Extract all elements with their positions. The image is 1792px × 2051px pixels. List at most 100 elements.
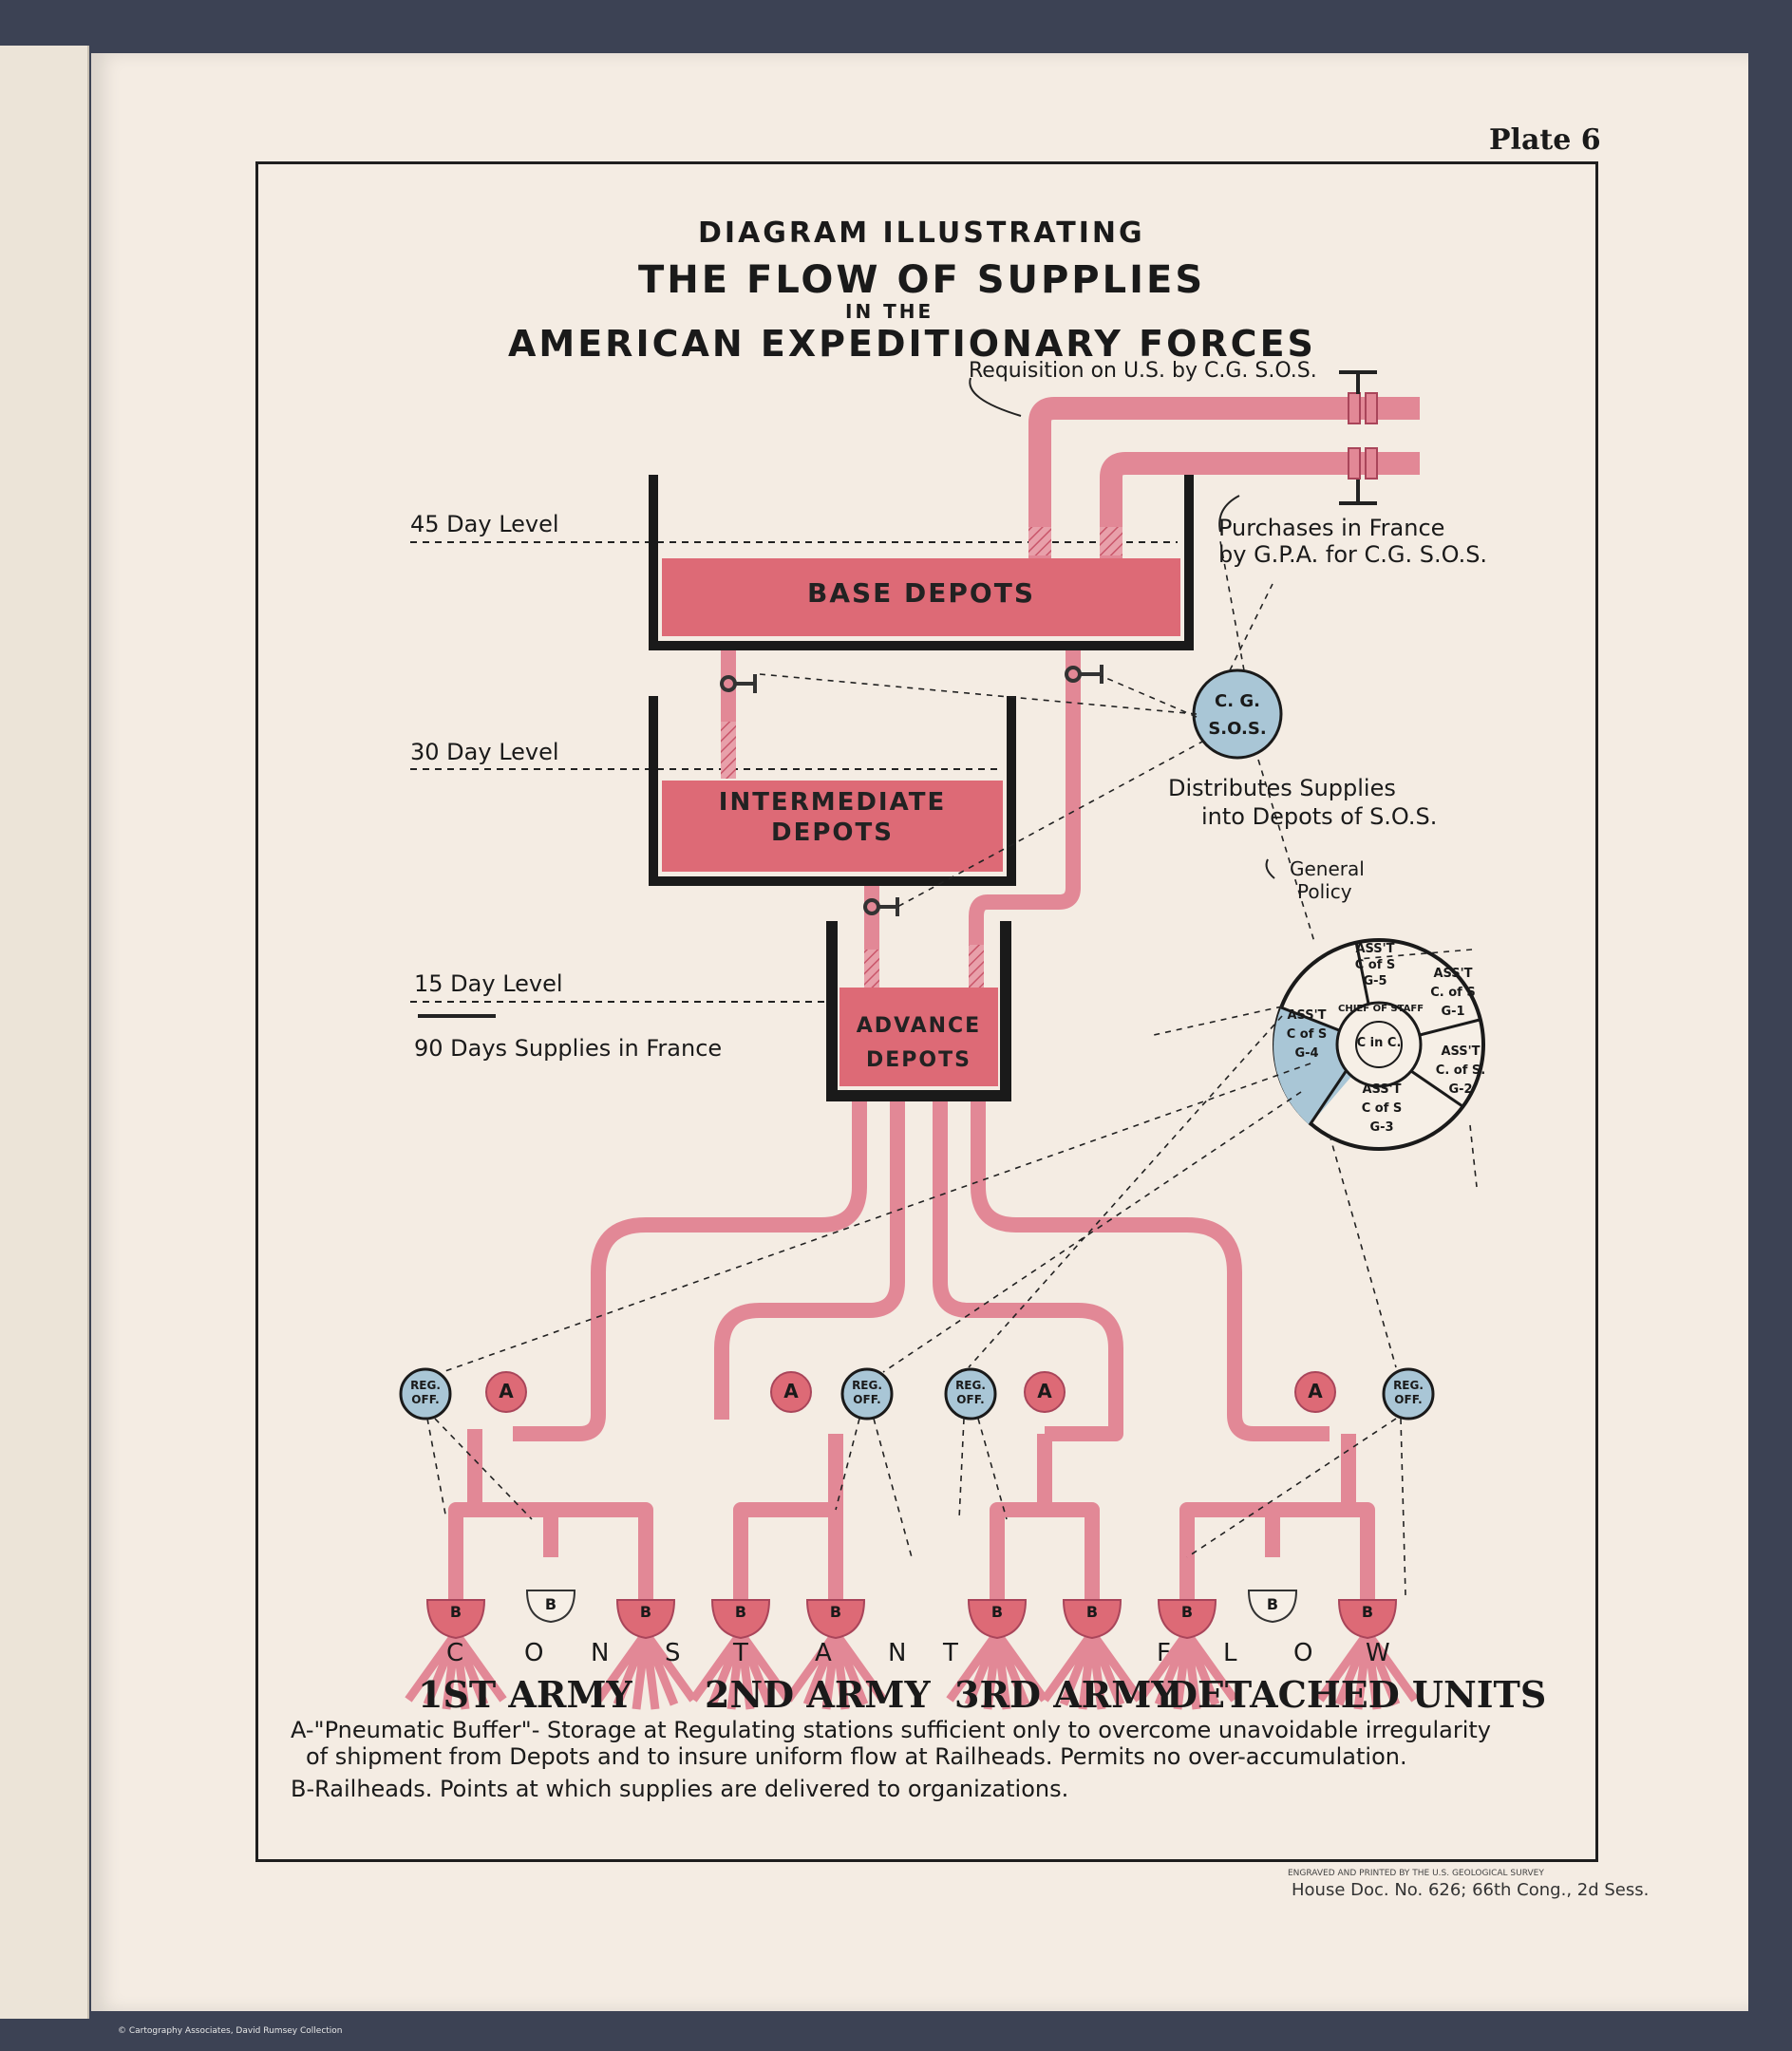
reg-off-2a: REG.	[852, 1379, 882, 1392]
reg-off-4b: OFF.	[1394, 1393, 1423, 1406]
title-line-3: IN THE	[845, 300, 934, 323]
flow-letter-6: N	[888, 1639, 907, 1667]
pipe-2nd-army	[714, 1101, 905, 1420]
base-depot-tank	[649, 475, 1194, 650]
title-line-1: DIAGRAM ILLUSTRATING	[698, 216, 1145, 250]
reg-off-4a: REG.	[1393, 1379, 1424, 1392]
g4-l1: ASS'T	[1287, 1008, 1327, 1023]
level-15-label: 15 Day Level	[414, 970, 563, 997]
g2-l2: C. of S.	[1435, 1063, 1486, 1078]
g3-l2: C of S	[1361, 1101, 1403, 1116]
buffer-a-3: A	[1037, 1380, 1052, 1402]
buffer-a-4: A	[1308, 1380, 1323, 1402]
railhead-b-9: B	[1266, 1595, 1279, 1613]
pipe-1st-army	[513, 1101, 867, 1441]
base-to-advance-pipe	[969, 650, 1081, 983]
flow-letter-0: C	[446, 1639, 464, 1667]
valves-upper	[720, 665, 1103, 693]
requisition-pipe	[1028, 397, 1420, 589]
g1-l2: C. of S	[1430, 986, 1476, 1000]
legend-a-line-1: A-"Pneumatic Buffer"- Storage at Regulat…	[291, 1717, 1491, 1743]
flow-letter-3: S	[665, 1639, 681, 1667]
staff-wheel	[1273, 938, 1485, 1151]
idle-railheads	[525, 1590, 1298, 1624]
level-lines	[410, 541, 1178, 1003]
annotation-leaders	[969, 377, 1275, 879]
railhead-b-7: B	[1085, 1603, 1099, 1621]
railhead-b-6: B	[990, 1603, 1004, 1621]
distributes-note-2: into Depots of S.O.S.	[1201, 803, 1438, 830]
inflow-valves	[1339, 370, 1377, 505]
fan-5	[946, 1630, 1048, 1710]
reg-off-2b: OFF.	[853, 1393, 881, 1406]
general-policy-1: General	[1290, 857, 1365, 880]
flow-letter-4: T	[733, 1639, 748, 1667]
pipe-detached	[971, 1101, 1330, 1441]
advance-depot-tank	[826, 921, 1011, 1101]
army-3-label: 3RD ARMY	[954, 1673, 1178, 1716]
reg-off-3b: OFF.	[956, 1393, 985, 1406]
railhead-b-4: B	[734, 1603, 747, 1621]
distribution-pipes	[448, 1101, 1375, 1624]
advance-label-1: ADVANCE	[856, 1014, 982, 1038]
army-2-label: 2ND ARMY	[705, 1673, 931, 1716]
fan-6	[1041, 1630, 1143, 1710]
imprint: ENGRAVED AND PRINTED BY THE U.S. GEOLOGI…	[1288, 1869, 1544, 1878]
flow-letter-11: W	[1366, 1639, 1390, 1667]
g1-l1: ASS'T	[1433, 967, 1473, 981]
fan-8	[1316, 1630, 1419, 1710]
distributes-note-1: Distributes Supplies	[1168, 775, 1396, 801]
legend-b-line-1: B-Railheads. Points at which supplies ar…	[291, 1776, 1069, 1802]
railhead-b-10: B	[1361, 1603, 1374, 1621]
hatched-inlet-1	[1028, 527, 1051, 555]
copyright-line: © Cartography Associates, David Rumsey C…	[118, 2026, 343, 2036]
cgsos-circle	[1192, 668, 1283, 760]
left-page-edge	[0, 46, 89, 2019]
army-1-label: 1ST ARMY	[418, 1673, 632, 1716]
g2-l1: ASS'T	[1441, 1044, 1481, 1059]
g3-l1: ASS'T	[1362, 1082, 1402, 1097]
title-line-2: THE FLOW OF SUPPLIES	[638, 258, 1206, 302]
reg-off-circles	[399, 1367, 1435, 1421]
fan-7	[1136, 1630, 1238, 1710]
railhead-domes	[425, 1599, 1398, 1640]
total-supplies-label: 90 Days Supplies in France	[414, 1035, 723, 1062]
purchases-note-2: by G.P.A. for C.G. S.O.S.	[1218, 541, 1488, 568]
control-lines	[426, 540, 1478, 1596]
doc-reference: House Doc. No. 626; 66th Cong., 2d Sess.	[1292, 1880, 1650, 1900]
advance-label-2: DEPOTS	[866, 1048, 971, 1072]
level-30-label: 30 Day Level	[410, 739, 559, 765]
fan-1	[405, 1630, 507, 1710]
railhead-fans	[405, 1630, 1419, 1710]
railhead-b-1: B	[449, 1603, 462, 1621]
fan-3	[689, 1630, 792, 1710]
inflow-pipes	[1028, 397, 1420, 589]
buffer-a-2: A	[783, 1380, 799, 1402]
g1-l3: G-1	[1441, 1005, 1465, 1019]
g3-l3: G-3	[1369, 1120, 1394, 1135]
flow-letter-1: O	[524, 1639, 544, 1667]
buffer-bulbs	[485, 1371, 1336, 1413]
reg-off-3a: REG.	[955, 1379, 986, 1392]
legend-a-line-2: of shipment from Depots and to insure un…	[306, 1743, 1407, 1770]
detached-units-label: DETACHED UNITS	[1166, 1673, 1547, 1716]
g5-l2: C of S	[1354, 958, 1396, 972]
plate-frame	[255, 161, 1598, 1862]
intermediate-depot-tank	[649, 696, 1016, 886]
fan-2	[594, 1630, 697, 1710]
plate-number: Plate 6	[1489, 123, 1601, 157]
fan-4	[784, 1630, 887, 1710]
g2-l3: G-2	[1448, 1082, 1473, 1097]
railhead-b-2: B	[544, 1595, 557, 1613]
general-policy-2: Policy	[1297, 880, 1352, 903]
flow-letter-9: L	[1223, 1639, 1237, 1667]
buffer-a-1: A	[499, 1380, 514, 1402]
flow-letter-8: F	[1157, 1639, 1171, 1667]
g5-l3: G-5	[1363, 974, 1387, 988]
reg-off-1a: REG.	[410, 1379, 441, 1392]
intermediate-label-1: INTERMEDIATE	[718, 788, 947, 817]
pipe-3rd-army	[933, 1101, 1123, 1441]
intermediate-label-2: DEPOTS	[771, 819, 894, 847]
hatched-inlet-2	[1100, 527, 1122, 555]
